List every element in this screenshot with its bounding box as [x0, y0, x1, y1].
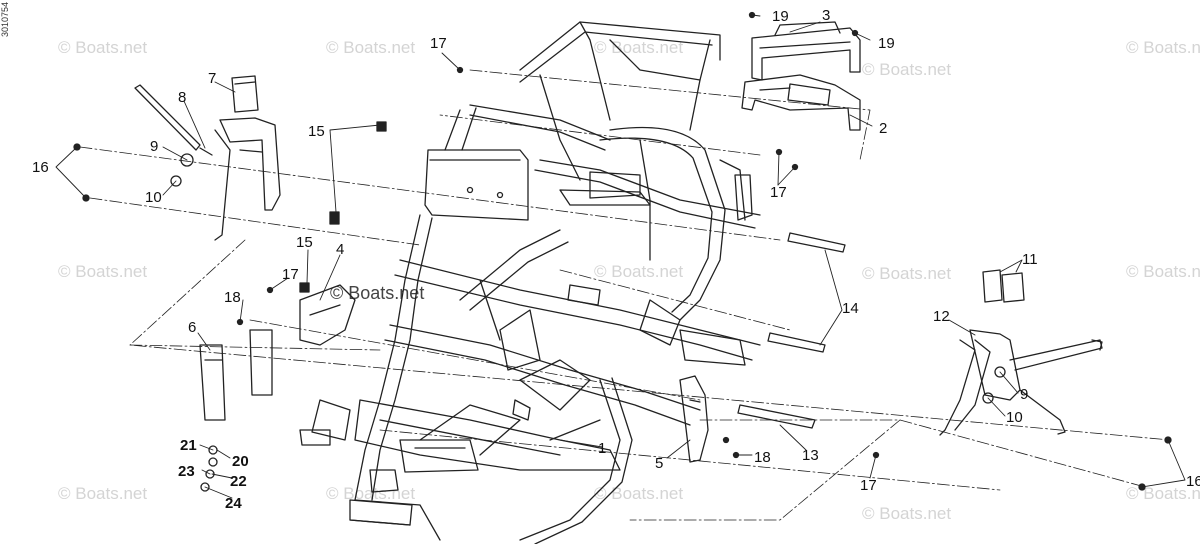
- callout-4: 4: [336, 241, 345, 258]
- callout-24: 24: [225, 495, 242, 512]
- callout-23: 23: [178, 463, 195, 480]
- callout-16-right: 16: [1186, 473, 1200, 490]
- rear-bracket-2: [741, 74, 861, 131]
- callout-8: 8: [178, 89, 187, 106]
- watermark: © Boats.net: [326, 484, 416, 503]
- alignment-lines: [79, 69, 1171, 521]
- callout-17-top: 17: [430, 35, 447, 52]
- mount-bracket-4: [299, 284, 356, 346]
- callout-9-left: 9: [150, 138, 159, 155]
- callout-10-left: 10: [145, 189, 162, 206]
- callout-2: 2: [879, 120, 888, 137]
- callout-3: 3: [822, 7, 831, 24]
- callout-17-bottom: 17: [860, 477, 877, 494]
- watermark: © Boats.net: [1126, 262, 1200, 281]
- callout-6: 6: [188, 319, 197, 336]
- callout-12: 12: [933, 308, 950, 325]
- leader-lines: [55, 14, 1186, 499]
- watermark: © Boats.net: [58, 484, 148, 503]
- callout-13: 13: [802, 447, 819, 464]
- callout-10-right: 10: [1006, 409, 1023, 426]
- callout-15-mid: 15: [296, 234, 313, 251]
- callout-19-left: 19: [772, 8, 789, 25]
- watermark: © Boats.net: [862, 504, 952, 523]
- callout-17-rear: 17: [770, 184, 787, 201]
- callout-20: 20: [232, 453, 249, 470]
- long-bolts: [737, 232, 846, 429]
- right-footpeg-assembly: [939, 269, 1103, 436]
- callout-17-left: 17: [282, 266, 299, 283]
- watermark: © Boats.net: [326, 38, 416, 57]
- callout-22: 22: [230, 473, 247, 490]
- callout-16-left: 16: [32, 159, 49, 176]
- frame-part-1: [299, 21, 761, 544]
- callout-7: 7: [208, 70, 217, 87]
- watermark: © Boats.net: [58, 262, 148, 281]
- watermark: © Boats.net: [594, 38, 684, 57]
- callout-14: 14: [842, 300, 859, 317]
- callout-21: 21: [180, 437, 197, 454]
- washer-stack: [200, 445, 218, 492]
- mount-bracket-6: [199, 329, 273, 421]
- watermark: © Boats.net: [1126, 38, 1200, 57]
- left-footpeg-assembly: [134, 75, 281, 241]
- callout-1: 1: [598, 440, 607, 457]
- callout-19-right: 19: [878, 35, 895, 52]
- callout-15-top: 15: [308, 123, 325, 140]
- callout-18-left: 18: [224, 289, 241, 306]
- callout-9-right: 9: [1020, 386, 1029, 403]
- watermark: © Boats.net: [862, 264, 952, 283]
- watermark: © Boats.net: [594, 262, 684, 281]
- watermark: © Boats.net: [58, 38, 148, 57]
- mount-bracket-5: [679, 375, 709, 463]
- callout-11: 11: [1022, 251, 1038, 268]
- callout-5: 5: [655, 455, 664, 472]
- watermark: © Boats.net: [594, 484, 684, 503]
- callout-18-right: 18: [754, 449, 771, 466]
- rear-bracket-3: [751, 21, 861, 81]
- watermark: © Boats.net: [862, 60, 952, 79]
